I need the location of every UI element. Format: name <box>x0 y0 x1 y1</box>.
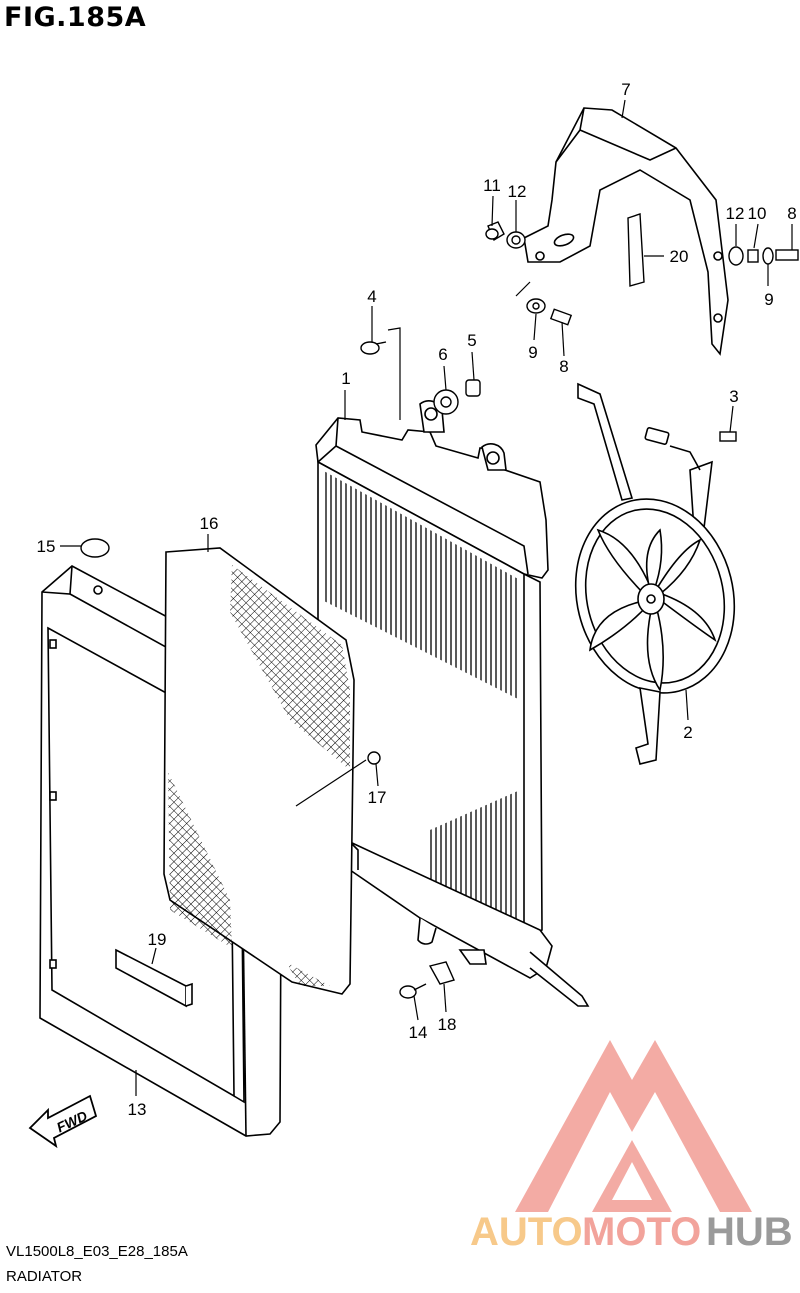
callout-3: 3 <box>729 387 738 406</box>
callout-6: 6 <box>438 345 447 364</box>
callout-15: 15 <box>37 537 56 556</box>
fan-bracket <box>523 107 729 356</box>
callout-19: 19 <box>148 930 167 949</box>
radiator-screen <box>115 547 355 1008</box>
forward-direction-arrow: FWD <box>28 1094 98 1149</box>
watermark-moto: MOTO <box>582 1210 701 1254</box>
drawing-code: VL1500L8_E03_E28_185A <box>6 1243 188 1260</box>
callout-14: 14 <box>409 1023 428 1042</box>
callout-5: 5 <box>467 331 476 350</box>
figure-title: FIG.185A <box>4 2 147 33</box>
callout-7: 7 <box>621 80 630 99</box>
watermark-logo <box>515 1040 752 1212</box>
callout-2: 2 <box>683 723 692 742</box>
callout-18: 18 <box>438 1015 457 1034</box>
watermark-auto: AUTO <box>470 1210 583 1254</box>
section-name: RADIATOR <box>6 1268 83 1285</box>
callout-11: 11 <box>483 176 501 195</box>
callout-9-left: 9 <box>528 343 537 362</box>
callout-4: 4 <box>367 287 376 306</box>
callout-17: 17 <box>368 788 387 807</box>
callout-16: 16 <box>200 514 219 533</box>
callout-8-right: 8 <box>787 204 796 223</box>
callout-8-left: 8 <box>559 357 568 376</box>
radiator-core <box>315 400 590 1007</box>
callout-12-left: 12 <box>508 182 527 201</box>
callout-20: 20 <box>670 247 689 266</box>
callout-13: 13 <box>128 1100 147 1119</box>
leader-lines <box>60 99 793 1096</box>
callout-12-right: 12 <box>726 204 745 223</box>
cooling-fan <box>574 382 736 765</box>
callout-10: 10 <box>748 204 767 223</box>
callout-1: 1 <box>341 369 350 388</box>
watermark-wordmark: AUTO MOTO HUB <box>470 1210 793 1254</box>
callout-labels: 1 2 3 4 5 6 7 8 8 9 9 10 11 12 12 13 14 … <box>37 80 797 1119</box>
watermark-hub: HUB <box>706 1210 793 1254</box>
callout-9-right: 9 <box>764 290 773 309</box>
